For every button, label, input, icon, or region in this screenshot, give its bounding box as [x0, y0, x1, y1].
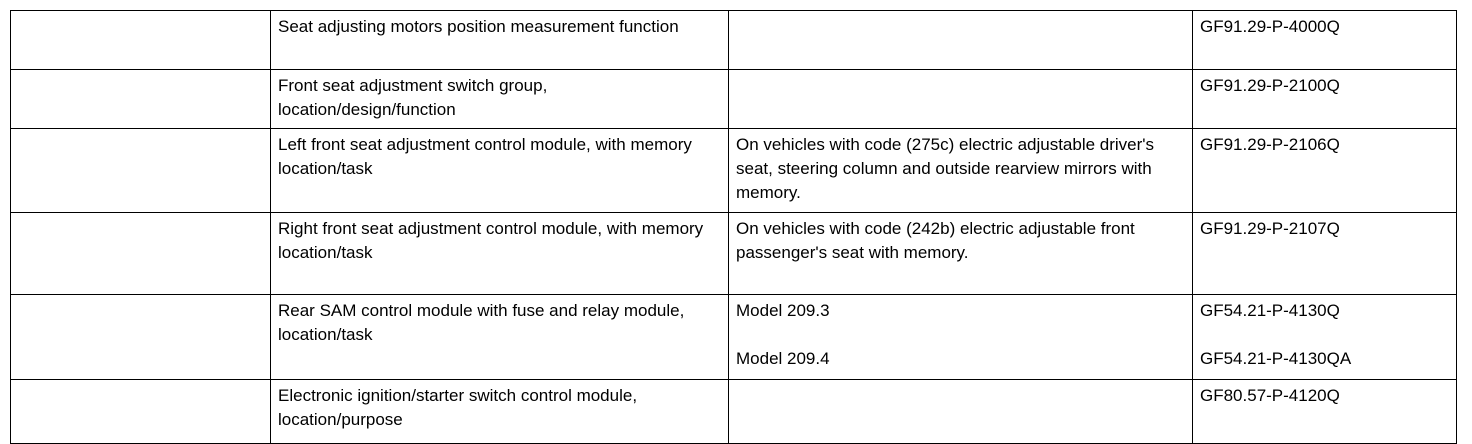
row-document-code-cell: GF91.29-P-2100Q: [1192, 69, 1457, 129]
row-index-cell: [10, 10, 271, 70]
row-document-code-cell: GF91.29-P-2107Q: [1192, 212, 1457, 295]
table-row: Rear SAM control module with fuse and re…: [10, 294, 1457, 380]
document-reference-table: Seat adjusting motors position measureme…: [10, 10, 1457, 444]
row-document-code-cell: GF91.29-P-2106Q: [1192, 128, 1457, 213]
row-condition-cell: [728, 10, 1193, 70]
row-index-cell: [10, 128, 271, 213]
row-document-code-cell: GF54.21-P-4130Q GF54.21-P-4130QA: [1192, 294, 1457, 380]
table-row: Left front seat adjustment control modul…: [10, 128, 1457, 213]
condition-entry-model-2094: Model 209.4: [736, 349, 830, 368]
document-code-entry-primary: GF54.21-P-4130Q: [1200, 301, 1340, 320]
row-topic-cell: Electronic ignition/starter switch contr…: [270, 379, 729, 444]
row-topic-cell: Seat adjusting motors position measureme…: [270, 10, 729, 70]
row-condition-cell: On vehicles with code (275c) electric ad…: [728, 128, 1193, 213]
row-document-code-cell: GF80.57-P-4120Q: [1192, 379, 1457, 444]
table-row: Electronic ignition/starter switch contr…: [10, 379, 1457, 444]
row-index-cell: [10, 294, 271, 380]
row-topic-cell: Right front seat adjustment control modu…: [270, 212, 729, 295]
document-code-entry-secondary: GF54.21-P-4130QA: [1200, 349, 1352, 368]
row-index-cell: [10, 69, 271, 129]
row-topic-cell: Rear SAM control module with fuse and re…: [270, 294, 729, 380]
table-row: Right front seat adjustment control modu…: [10, 212, 1457, 295]
row-topic-cell: Left front seat adjustment control modul…: [270, 128, 729, 213]
row-index-cell: [10, 379, 271, 444]
condition-entry-model-2093: Model 209.3: [736, 301, 830, 320]
row-condition-cell: [728, 379, 1193, 444]
table-row: Front seat adjustment switch group, loca…: [10, 69, 1457, 129]
row-condition-cell: Model 209.3 Model 209.4: [728, 294, 1193, 380]
row-document-code-cell: GF91.29-P-4000Q: [1192, 10, 1457, 70]
table-row: Seat adjusting motors position measureme…: [10, 10, 1457, 70]
row-condition-cell: [728, 69, 1193, 129]
row-condition-cell: On vehicles with code (242b) electric ad…: [728, 212, 1193, 295]
row-topic-cell: Front seat adjustment switch group, loca…: [270, 69, 729, 129]
row-index-cell: [10, 212, 271, 295]
